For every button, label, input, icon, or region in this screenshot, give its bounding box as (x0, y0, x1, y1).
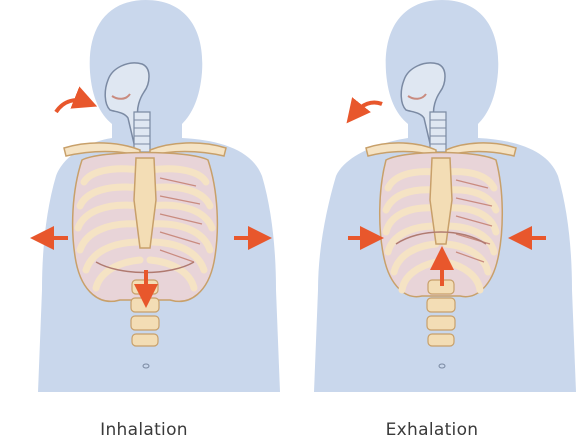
trachea (430, 112, 446, 152)
air-out-arrow (354, 102, 382, 114)
exhalation-panel (314, 0, 576, 392)
air-in-arrow (56, 100, 86, 112)
trachea (134, 112, 150, 152)
inhalation-panel (38, 0, 280, 392)
inhalation-caption: Inhalation (0, 420, 288, 440)
exhalation-caption: Exhalation (288, 420, 576, 440)
